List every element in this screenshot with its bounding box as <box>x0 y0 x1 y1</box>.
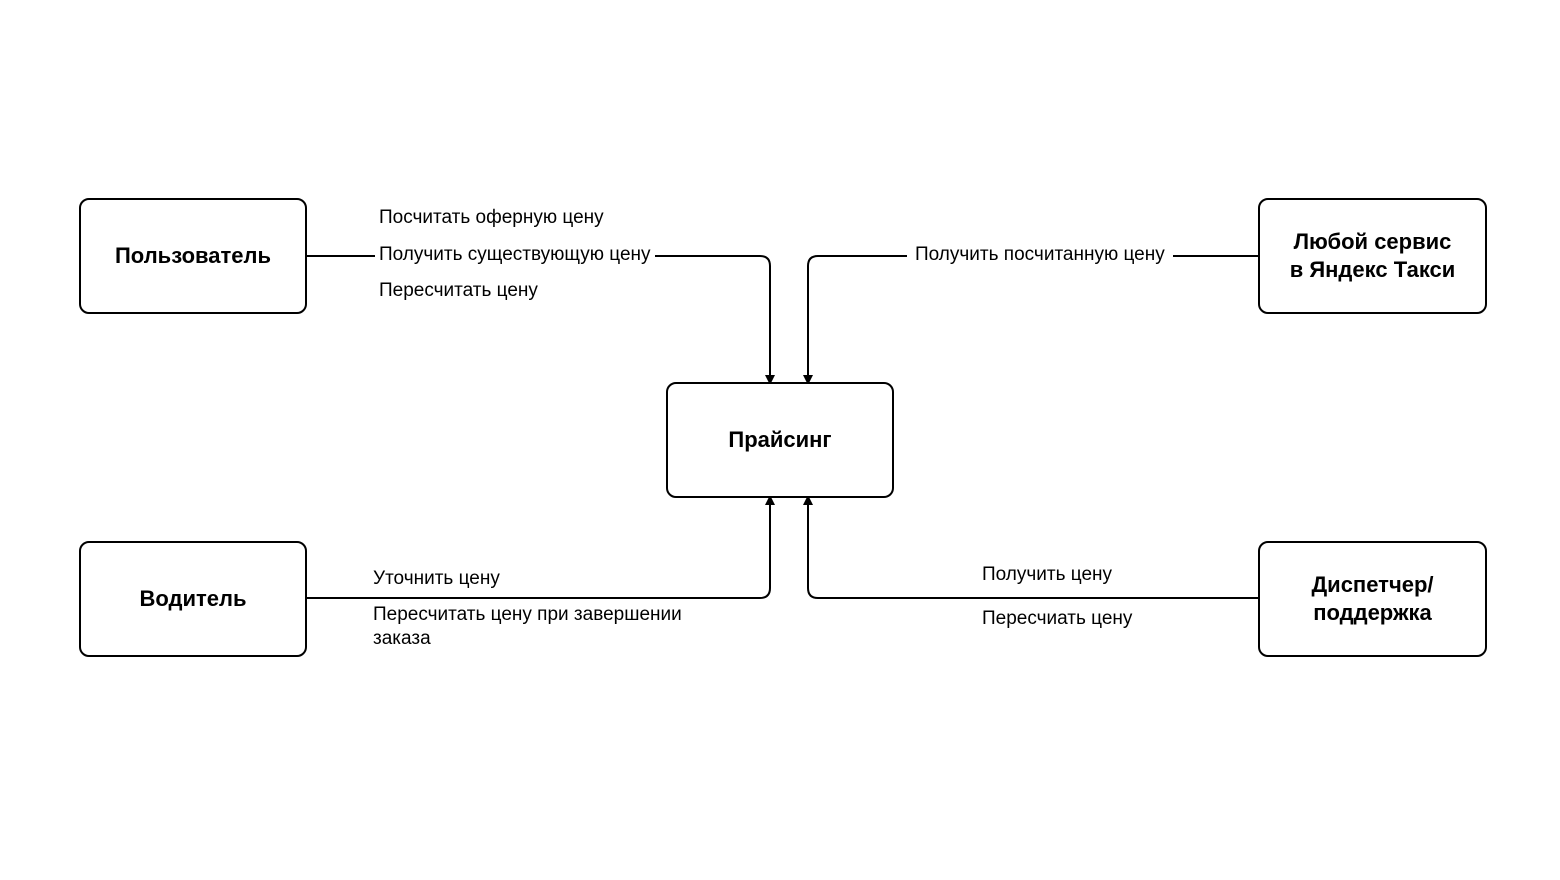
node-user-label: Пользователь <box>114 243 271 268</box>
node-driver-label: Водитель <box>139 586 247 611</box>
edge-dispatcher-pricing <box>803 495 1258 599</box>
node-any-service: Любой сервис в Яндекс Такси <box>1258 198 1487 314</box>
node-pricing-label: Прайсинг <box>728 427 832 452</box>
node-user: Пользователь <box>79 198 307 314</box>
edge-label-dispatcher-2: Пересчиать цену <box>978 607 1137 631</box>
edge-label-service-1: Получить посчитанную цену <box>907 243 1173 267</box>
edge-driver-pricing <box>307 495 775 599</box>
edge-label-user-1: Посчитать оферную цену <box>375 206 608 230</box>
node-driver: Водитель <box>79 541 307 657</box>
edge-label-user-3: Пересчитать цену <box>375 279 542 303</box>
edge-service-pricing <box>803 255 1258 385</box>
node-any-service-label: Любой сервис в Яндекс Такси <box>1289 229 1456 282</box>
node-dispatcher: Диспетчер/ поддержка <box>1258 541 1487 657</box>
edge-label-driver-1: Уточнить цену <box>369 567 504 591</box>
node-dispatcher-label: Диспетчер/ поддержка <box>1311 572 1434 625</box>
edge-label-user-2: Получить существующую цену <box>375 243 655 267</box>
edge-user-pricing <box>307 255 775 385</box>
edge-label-dispatcher-1: Получить цену <box>978 563 1117 587</box>
edge-label-driver-2: Пересчитать цену при завершении заказа <box>369 603 737 651</box>
node-pricing: Прайсинг <box>666 382 894 498</box>
